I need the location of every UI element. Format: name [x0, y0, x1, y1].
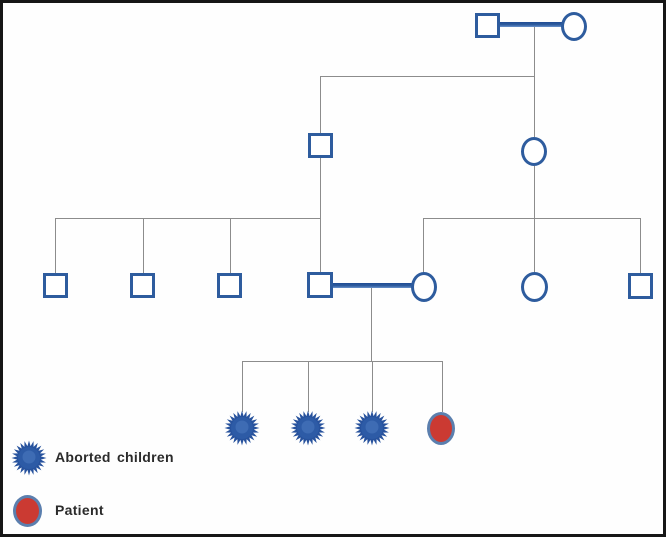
drop-line-gen3-square5: [640, 218, 641, 273]
gen3-square-5: [628, 273, 653, 299]
aborted-child-starburst-2: [290, 410, 326, 446]
legend-aborted-label: Aborted children: [55, 449, 174, 465]
mating-line-gen3: [331, 283, 413, 288]
drop-line-gen4-child1: [242, 361, 243, 412]
gen2-daughter-circle: [521, 137, 547, 166]
legend-patient-label: Patient: [55, 502, 104, 518]
mating-line-gen1: [498, 22, 564, 27]
descent-line-gen2-left: [320, 158, 321, 273]
drop-line-gen4-child3: [372, 361, 373, 412]
gen3-square-3: [217, 273, 242, 298]
sibship-line-gen3-right: [423, 218, 640, 219]
gen2-son-square: [308, 133, 333, 158]
drop-line-gen3-circle1: [423, 218, 424, 273]
drop-line-gen4-patient: [442, 361, 443, 412]
gen3-mother-circle: [411, 272, 437, 302]
legend-patient-icon: [13, 495, 42, 527]
drop-line-gen3-square3: [230, 218, 231, 273]
aborted-child-starburst-3: [354, 410, 390, 446]
sibship-line-gen4: [242, 361, 442, 362]
descent-line-gen3-couple: [371, 288, 372, 361]
gen3-square-2: [130, 273, 155, 298]
drop-line-gen3-square2: [143, 218, 144, 273]
descent-line-gen2-right: [534, 166, 535, 272]
legend-aborted-starburst-icon: [11, 440, 47, 476]
sibship-line-gen3-left: [55, 218, 321, 219]
drop-line-gen4-child2: [308, 361, 309, 412]
gen1-mother-circle: [561, 12, 587, 41]
gen3-father-square: [307, 272, 333, 298]
aborted-child-starburst-1: [224, 410, 260, 446]
descent-line-gen1: [534, 25, 535, 137]
sibship-line-gen2: [320, 76, 535, 77]
gen1-father-square: [475, 13, 500, 38]
drop-line-gen2-square: [320, 76, 321, 133]
gen3-circle-2: [521, 272, 548, 302]
gen3-square-1: [43, 273, 68, 298]
drop-line-gen3-square1: [55, 218, 56, 273]
patient-symbol: [427, 412, 455, 445]
